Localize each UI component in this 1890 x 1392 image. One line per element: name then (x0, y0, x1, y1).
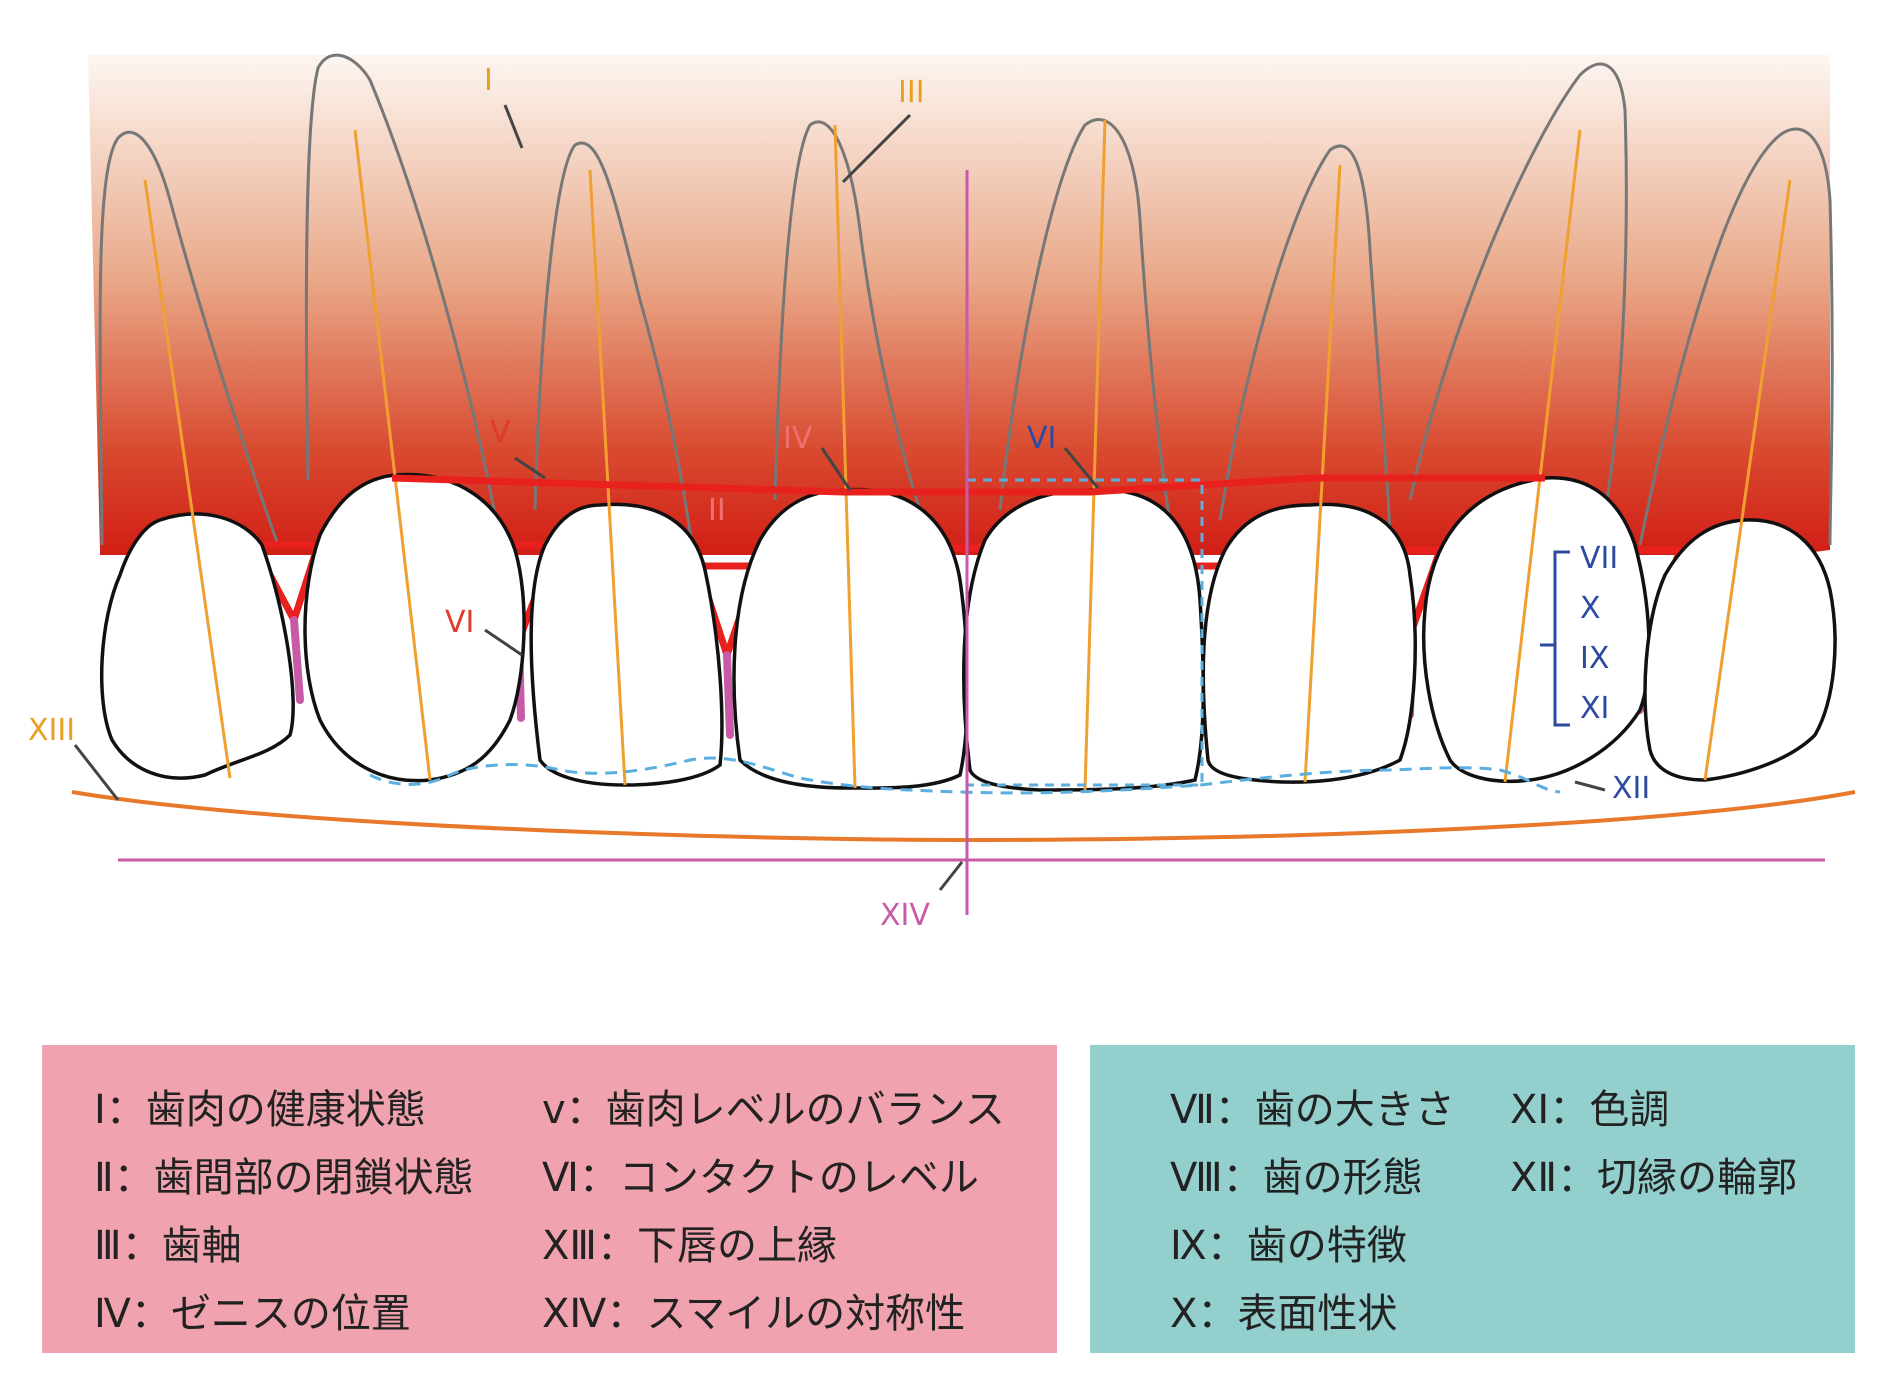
tooth-2 (303, 472, 526, 783)
legend-item: Ⅹ：表面性状 (1170, 1291, 1398, 1337)
label-V: V (490, 415, 511, 450)
legend-item: Ⅵ：コンタクトのレベル (542, 1155, 979, 1201)
legend-right: Ⅶ：歯の大きさ ⅩⅠ：色調 Ⅷ：歯の形態 ⅩⅡ：切縁の輪郭 Ⅸ：歯の特徴 Ⅹ：表… (1090, 1045, 1855, 1353)
label-III: III (898, 75, 925, 110)
tooth-5 (962, 487, 1206, 792)
label-VI-top: VI (1027, 421, 1056, 456)
legend-item: ⅩⅢ：下唇の上縁 (542, 1223, 837, 1269)
label-XII: XII (1612, 771, 1650, 806)
lower-lip-line (71, 790, 1856, 843)
tooth-1 (99, 512, 295, 780)
label-II: II (708, 493, 726, 528)
legend-item: Ⅸ：歯の特徴 (1170, 1223, 1407, 1269)
gingiva (88, 55, 1830, 555)
legend-item: Ⅳ：ゼニスの位置 (94, 1291, 411, 1337)
label-X: X (1580, 591, 1601, 626)
legend-item: Ⅰ：歯肉の健康状態 (94, 1087, 426, 1133)
legend-item: ⅩⅣ：スマイルの対称性 (542, 1291, 966, 1337)
label-VII: VII (1580, 541, 1618, 576)
label-IV: IV (783, 421, 813, 456)
label-XI: XI (1580, 691, 1609, 726)
zenith-line (391, 474, 1545, 496)
label-I: I (484, 63, 493, 98)
legend-item: Ⅲ：歯軸 (94, 1223, 242, 1269)
tooth-crowns (99, 472, 1837, 792)
tooth-7 (1421, 476, 1651, 784)
tooth-6 (1201, 502, 1417, 784)
label-XIV: XIV (880, 898, 930, 933)
legend-left: Ⅰ：歯肉の健康状態 v：歯肉レベルのバランス Ⅱ：歯間部の閉鎖状態 Ⅵ：コンタク… (42, 1045, 1057, 1353)
legend-item: Ⅶ：歯の大きさ (1170, 1087, 1455, 1133)
legend-item: ⅩⅠ：色調 (1510, 1087, 1670, 1133)
proportion-box (965, 478, 1204, 787)
legend-item: Ⅷ：歯の形態 (1170, 1155, 1423, 1201)
legend-item: ⅩⅡ：切縁の輪郭 (1510, 1155, 1798, 1201)
legend-item: Ⅱ：歯間部の閉鎖状態 (94, 1155, 474, 1201)
label-VI-left: VI (445, 605, 474, 640)
label-IX: IX (1580, 641, 1609, 676)
tooth-8 (1643, 518, 1837, 782)
bracket (1540, 550, 1570, 727)
tooth-axes (143, 119, 1792, 791)
legend-item: v：歯肉レベルのバランス (542, 1087, 1005, 1133)
label-XIII: XIII (28, 713, 75, 748)
tooth-3 (529, 502, 724, 787)
leader-lines (73, 104, 1606, 891)
